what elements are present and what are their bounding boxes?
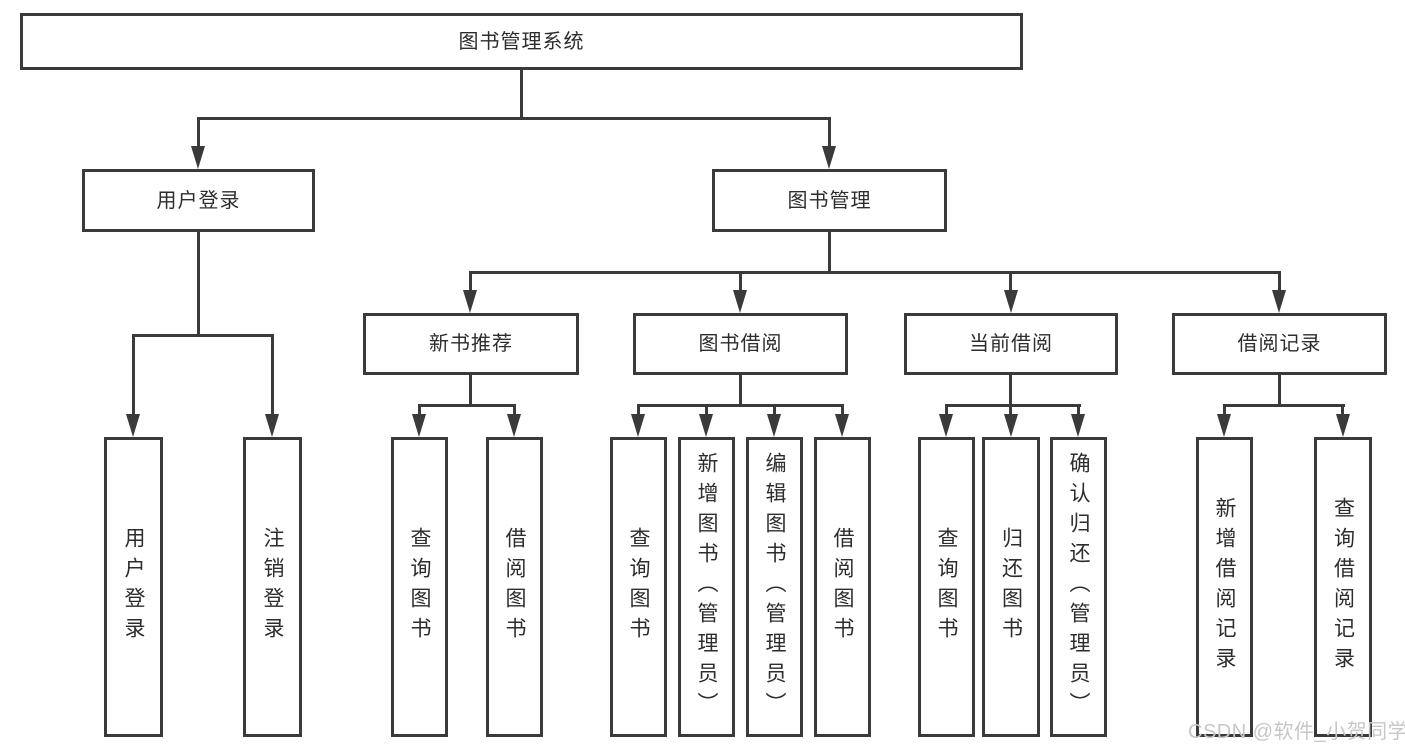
connector-line [469, 271, 472, 292]
leaf-return-book: 归还图书 [982, 437, 1040, 737]
node-borrow-record-label: 借阅记录 [1237, 333, 1322, 355]
connector-line [271, 334, 274, 416]
node-current-borrow-label: 当前借阅 [969, 333, 1053, 355]
leaf-label: 借阅图书 [503, 527, 526, 647]
leaf-query-book-1: 查询图书 [391, 437, 448, 737]
arrow-down-icon [822, 146, 836, 169]
node-root-label: 图书管理系统 [458, 30, 585, 53]
connector-line [418, 404, 516, 407]
connector-line [739, 375, 742, 407]
arrow-down-icon [699, 414, 713, 437]
node-new-book-recommend: 新书推荐 [363, 313, 579, 375]
node-book-management: 图书管理 [712, 169, 947, 232]
leaf-label: 编辑图书（管理员） [763, 452, 786, 722]
connector-line [197, 232, 200, 336]
connector-line [1223, 404, 1226, 417]
csdn-watermark: CSDN @软件_小贺同学 [1188, 721, 1405, 743]
connector-line [520, 70, 523, 120]
arrow-down-icon [1004, 290, 1018, 313]
leaf-label: 确认归还（管理员） [1067, 452, 1090, 722]
connector-line [828, 232, 831, 273]
connector-line [469, 271, 1281, 274]
arrow-down-icon [835, 414, 849, 437]
arrow-down-icon [767, 414, 781, 437]
connector-line [705, 404, 708, 417]
connector-line [513, 404, 516, 417]
leaf-label: 查询图书 [408, 527, 431, 647]
arrow-down-icon [1336, 414, 1350, 437]
node-new-book-recommend-label: 新书推荐 [429, 333, 513, 355]
leaf-label: 归还图书 [999, 527, 1023, 647]
connector-line [637, 404, 844, 407]
leaf-query-book-3: 查询图书 [918, 437, 975, 737]
node-user-login-label: 用户登录 [156, 189, 241, 212]
connector-line [1341, 404, 1344, 417]
node-root: 图书管理系统 [20, 13, 1023, 70]
arrow-down-icon [126, 414, 140, 437]
leaf-query-borrow-record: 查询借阅记录 [1314, 437, 1372, 737]
connector-line [132, 334, 135, 416]
connector-line [1077, 404, 1080, 417]
node-user-login: 用户登录 [82, 169, 315, 232]
node-book-management-label: 图书管理 [787, 189, 872, 212]
leaf-label: 新增图书（管理员） [695, 452, 718, 722]
connector-line [1278, 271, 1281, 292]
connector-line [197, 117, 200, 148]
connector-line [739, 271, 742, 292]
connector-line [773, 404, 776, 417]
arrow-down-icon [265, 414, 279, 437]
connector-line [945, 404, 1081, 407]
connector-line [945, 404, 948, 417]
arrow-down-icon [463, 290, 477, 313]
leaf-label: 新增借阅记录 [1213, 497, 1236, 677]
leaf-borrow-book-1: 借阅图书 [486, 437, 543, 737]
leaf-label: 注销登录 [261, 527, 284, 647]
connector-line [1223, 404, 1345, 407]
leaf-edit-book-admin: 编辑图书（管理员） [746, 437, 803, 737]
leaf-add-borrow-record: 新增借阅记录 [1196, 437, 1253, 737]
node-borrow-record: 借阅记录 [1172, 313, 1387, 375]
leaf-user-login: 用户登录 [104, 437, 163, 737]
node-current-borrow: 当前借阅 [904, 313, 1118, 375]
connector-line [469, 375, 472, 407]
leaf-logout: 注销登录 [243, 437, 302, 737]
arrow-down-icon [412, 414, 426, 437]
node-book-borrow: 图书借阅 [633, 313, 848, 375]
connector-line [132, 334, 273, 337]
leaf-borrow-book-2: 借阅图书 [814, 437, 871, 737]
leaf-label: 用户登录 [122, 527, 145, 647]
connector-line [197, 117, 831, 120]
arrow-down-icon [631, 414, 645, 437]
node-book-borrow-label: 图书借阅 [698, 333, 783, 355]
arrow-down-icon [1217, 414, 1231, 437]
arrow-down-icon [939, 414, 953, 437]
leaf-query-book-2: 查询图书 [610, 437, 667, 737]
connector-line [1009, 375, 1012, 407]
connector-line [841, 404, 844, 417]
connector-line [418, 404, 421, 417]
arrow-down-icon [1272, 290, 1286, 313]
arrow-down-icon [733, 290, 747, 313]
arrow-down-icon [1004, 414, 1018, 437]
leaf-label: 查询图书 [935, 527, 958, 647]
leaf-label: 查询图书 [627, 527, 650, 647]
leaf-label: 借阅图书 [831, 527, 854, 647]
arrow-down-icon [1071, 414, 1085, 437]
connector-line [637, 404, 640, 417]
connector-line [828, 117, 831, 148]
connector-line [1009, 271, 1012, 292]
leaf-confirm-return-admin: 确认归还（管理员） [1050, 437, 1107, 737]
arrow-down-icon [191, 146, 205, 169]
arrow-down-icon [507, 414, 521, 437]
leaf-add-book-admin: 新增图书（管理员） [678, 437, 735, 737]
connector-line [1009, 404, 1012, 417]
connector-line [1278, 375, 1281, 407]
leaf-label: 查询借阅记录 [1331, 497, 1355, 677]
